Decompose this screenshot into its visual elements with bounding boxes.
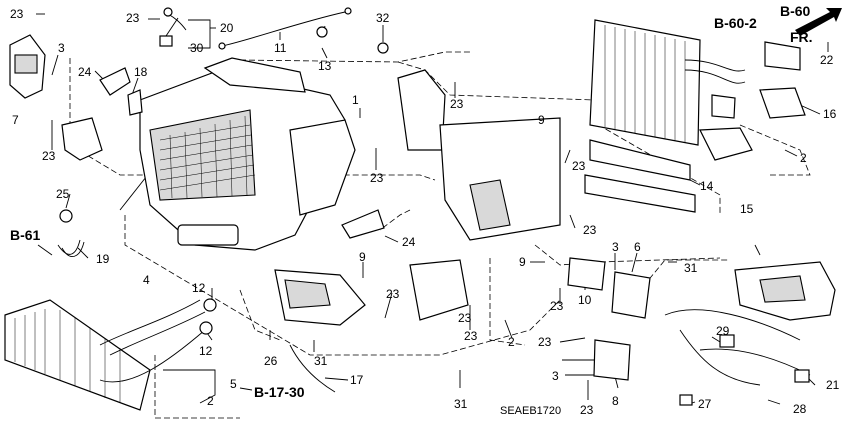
part-number[interactable]: 14 [700,179,714,193]
ref-b61[interactable]: B-61 [10,227,41,243]
part-evap-seal-16[interactable] [711,87,806,119]
part-number[interactable]: 7 [12,113,19,127]
part-hoses-12[interactable] [99,298,217,383]
part-number[interactable]: 23 [538,335,552,349]
part-number[interactable]: 30 [190,41,204,55]
fr-arrow-icon [795,8,842,36]
part-number[interactable]: 21 [826,378,840,392]
part-number[interactable]: 23 [580,403,594,417]
part-number[interactable]: 12 [199,344,213,358]
part-number[interactable]: 9 [519,255,526,269]
part-number[interactable]: 2 [508,335,515,349]
part-sensor-harness-20[interactable] [159,7,187,47]
group-outlines [69,51,811,419]
part-number[interactable]: 12 [192,281,206,295]
part-number[interactable]: 31 [684,261,698,275]
part-number[interactable]: 5 [230,377,237,391]
part-number[interactable]: 23 [550,299,564,313]
part-clip-13[interactable] [316,26,328,38]
part-number[interactable]: 9 [359,250,366,264]
part-number[interactable]: 16 [823,107,837,121]
diagram-code: SEAEB1720 [500,405,561,417]
part-blower-housing[interactable] [734,261,836,321]
part-heater-core[interactable] [4,299,151,411]
part-number[interactable]: 25 [56,187,70,201]
ref-b60[interactable]: B-60 [780,3,811,19]
part-number[interactable]: 22 [820,53,834,67]
part-number[interactable]: 6 [634,240,641,254]
part-actuator-top-left[interactable] [9,34,46,99]
part-number[interactable]: 31 [314,354,328,368]
part-number[interactable]: 23 [10,7,24,21]
ref-b60-2[interactable]: B-60-2 [714,15,757,31]
part-pipe-17[interactable] [289,344,336,393]
part-harness-21[interactable] [664,309,811,406]
part-number[interactable]: 27 [698,397,712,411]
part-seal-14[interactable] [584,139,696,213]
part-number[interactable]: 26 [264,354,278,368]
part-number[interactable]: 23 [458,311,472,325]
part-number[interactable]: 9 [538,113,545,127]
part-number[interactable]: 11 [274,41,287,55]
part-number[interactable]: 23 [370,171,384,185]
ref-b17-30[interactable]: B-17-30 [254,384,305,400]
part-number[interactable]: 23 [464,329,478,343]
part-number[interactable]: 3 [552,369,559,383]
part-number[interactable]: 23 [450,97,464,111]
arrow-b61-icon [37,244,53,256]
part-hose-19[interactable] [57,239,85,257]
part-cover-center[interactable] [409,259,469,321]
part-numbers: 23 3 7 23 20 30 11 32 13 24 18 23 25 19 … [10,7,840,417]
part-number[interactable]: 20 [220,21,234,35]
part-cable-11[interactable] [218,7,352,50]
part-number[interactable]: 23 [386,287,400,301]
part-number[interactable]: 23 [126,11,140,25]
part-number[interactable]: 24 [78,65,92,79]
part-duct-center[interactable] [397,69,561,241]
part-number[interactable]: 24 [402,235,416,249]
part-evaporator[interactable] [589,19,746,146]
arrow-b17-icon [239,387,253,391]
part-number[interactable]: 1 [352,93,359,107]
part-grommet-25[interactable] [59,209,73,223]
part-actuator-6[interactable] [611,271,651,319]
part-number[interactable]: 13 [318,59,332,73]
part-number[interactable]: 3 [612,240,619,254]
part-number[interactable]: 8 [612,394,619,408]
ref-fr: FR. [790,29,813,45]
part-number[interactable]: 19 [96,252,110,266]
part-number[interactable]: 31 [454,397,468,411]
part-expansion-valve[interactable] [764,41,801,71]
part-bracket-24[interactable] [341,209,385,239]
part-number[interactable]: 23 [42,149,56,163]
part-blower-case[interactable] [274,269,366,326]
part-number[interactable]: 28 [793,402,807,416]
part-grommet-32[interactable] [377,42,389,54]
part-number[interactable]: 10 [578,293,592,307]
part-number[interactable]: 3 [58,41,65,55]
part-number[interactable]: 23 [583,223,597,237]
part-number[interactable]: 2 [207,394,214,408]
part-number[interactable]: 32 [376,11,390,25]
part-resistor-10[interactable] [567,257,606,291]
part-number[interactable]: 4 [143,273,150,287]
part-bracket-18[interactable] [99,67,143,116]
reference-labels: B-60-2 B-60 FR. B-61 B-17-30 SEAEB1720 [10,3,842,417]
part-number[interactable]: 2 [800,151,807,165]
part-number[interactable]: 15 [740,202,754,216]
part-number[interactable]: 17 [350,373,364,387]
part-number[interactable]: 29 [716,324,730,338]
part-actuator-8[interactable] [593,339,631,381]
part-pad-bottom[interactable] [699,127,753,161]
part-number[interactable]: 18 [134,65,148,79]
part-number[interactable]: 23 [572,159,586,173]
part-heater-unit[interactable] [139,57,356,251]
part-motor-mount-23[interactable] [61,117,103,161]
